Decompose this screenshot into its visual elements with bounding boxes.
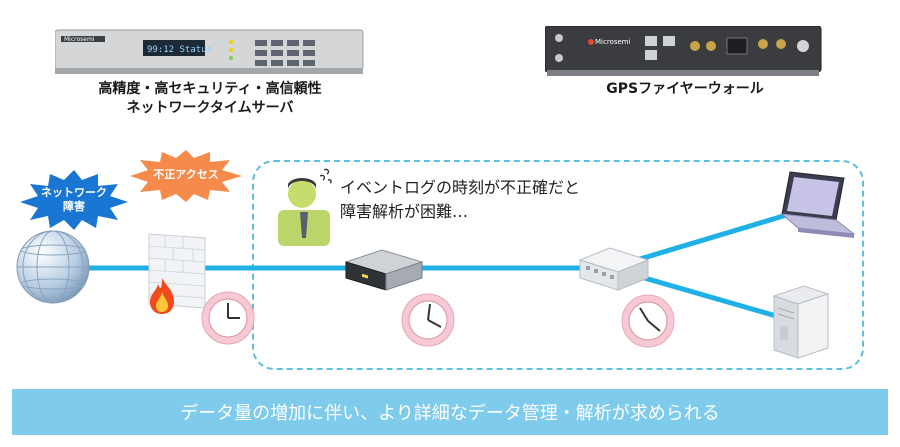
clock-icon-switch xyxy=(401,293,455,347)
gps-firewall-brand: Microsemi xyxy=(595,38,631,46)
time-server-device: Microsemi 99:12 Status xyxy=(55,29,364,74)
gps-firewall-caption: GPSファイヤーウォール xyxy=(606,81,764,97)
server-tower-icon xyxy=(772,285,830,359)
banner-text: データ量の増加に伴い、より詳細なデータ管理・解析が求められる xyxy=(180,403,720,424)
bottom-banner: データ量の増加に伴い、より詳細なデータ管理・解析が求められる xyxy=(12,389,888,435)
network-switch-icon xyxy=(344,249,424,291)
internal-network-zone xyxy=(252,160,864,370)
clock-icon-router xyxy=(621,294,675,348)
unauthorized-access-burst-icon xyxy=(130,150,242,202)
network-failure-label: ネットワーク 障害 xyxy=(18,186,130,214)
thought-line2: 障害解析が困難… xyxy=(340,202,469,221)
laptop-icon xyxy=(780,171,856,238)
network-failure-burst-icon xyxy=(20,170,128,230)
confused-person-icon xyxy=(278,168,332,246)
gps-firewall-device: Microsemi xyxy=(545,26,822,76)
network-router-icon xyxy=(578,247,650,291)
thought-line1: イベントログの時刻が不正確だと xyxy=(340,178,581,197)
time-server-display: 99:12 Status xyxy=(147,45,212,55)
time-server-caption-line1: 高精度・高セキュリティ・高信頼性 xyxy=(98,81,322,97)
unauthorized-access-label: 不正アクセス xyxy=(153,168,219,181)
time-server-caption: 高精度・高セキュリティ・高信頼性 ネットワークタイムサーバ xyxy=(55,80,365,118)
internet-globe-icon xyxy=(16,230,90,304)
fire-icon xyxy=(150,278,174,314)
time-server-caption-line2: ネットワークタイムサーバ xyxy=(126,100,294,116)
time-server-brand: Microsemi xyxy=(64,36,95,43)
network-failure-label-line1: ネットワーク xyxy=(41,186,107,199)
thought-text: イベントログの時刻が不正確だと 障害解析が困難… xyxy=(340,176,580,224)
network-failure-label-line2: 障害 xyxy=(63,200,85,213)
clock-icon-firewall xyxy=(201,291,255,345)
